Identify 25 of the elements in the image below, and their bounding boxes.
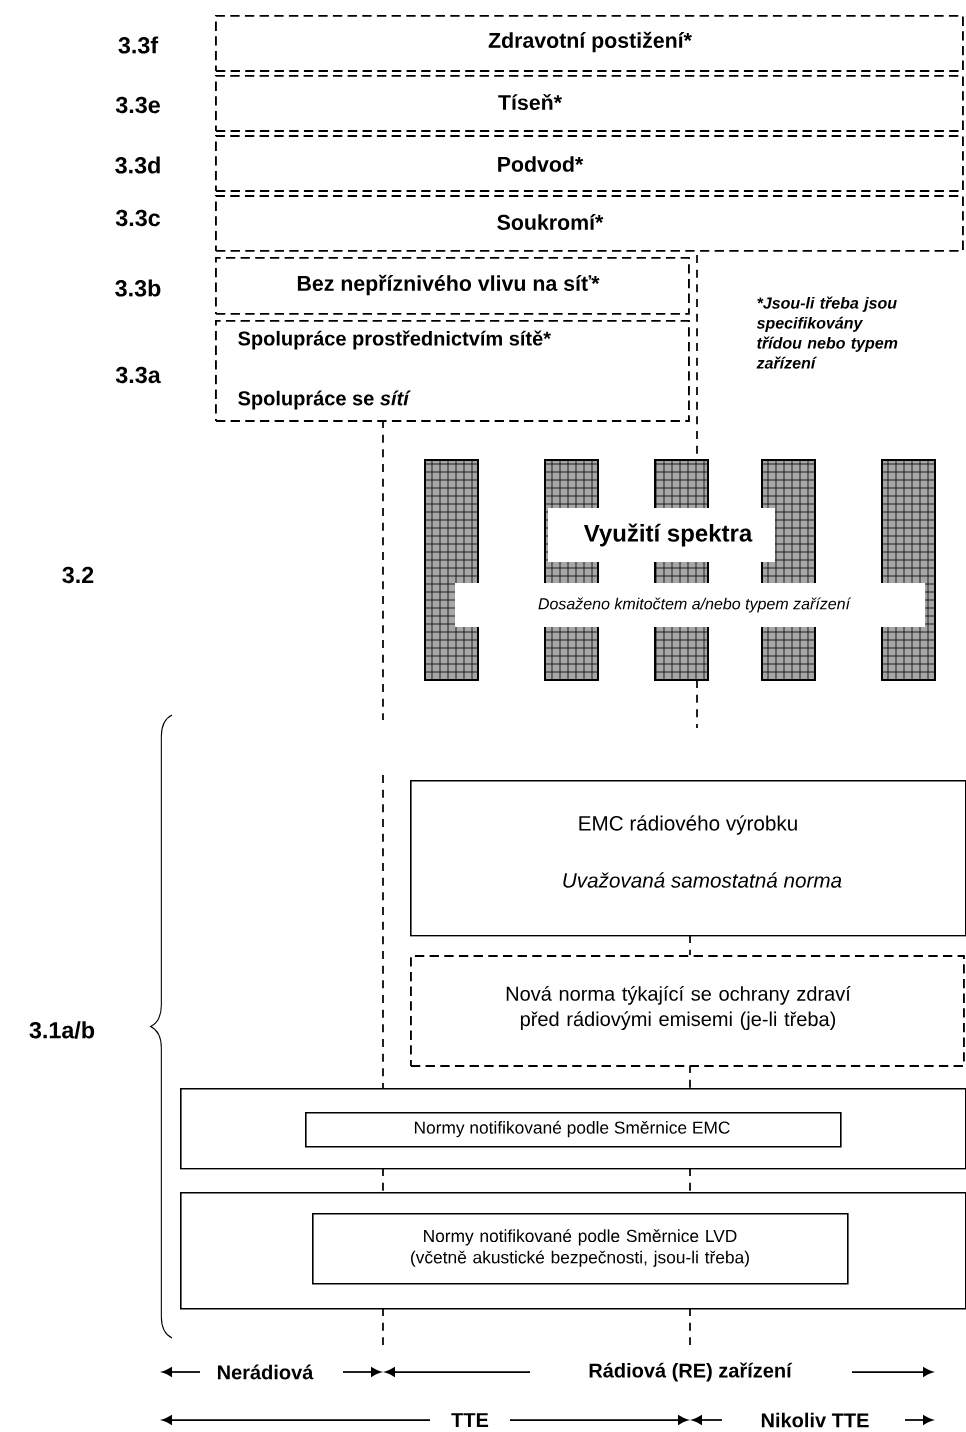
dashed-box: Soukromí* <box>215 195 964 252</box>
section-number: 3.3a <box>115 366 161 384</box>
dashed-box: Podvod* <box>215 135 964 192</box>
dashed-box: Tíseň* <box>215 75 964 132</box>
band-label: Dosaženo kmitočtem a/nebo typem zařízení <box>538 597 852 613</box>
standard-box: Normy notifikované podle Směrnice EMC <box>305 1112 842 1148</box>
dashed-box: Spolupráce prostřednictvím sítě* Spolupráce se sítí <box>215 320 690 422</box>
section-number: 3.2 <box>62 566 94 584</box>
standard-box: EMC rádiového výrobku Uvažovaná samostatná norma <box>410 780 966 937</box>
dashed-box: Zdravotní postižení* <box>215 15 964 72</box>
dashed-box: Bez nepříznivého vlivu na síť* <box>215 257 690 315</box>
section-number: 3.3d <box>115 156 160 174</box>
section-number: 3.3b <box>115 279 161 297</box>
range-label: TTE <box>451 1413 489 1427</box>
range-label: Nerádiová <box>218 1364 314 1380</box>
dashed-box: Nová norma týkající se ochrany zdraví před rádiovými emisemi (je-li třeba) <box>410 955 965 1067</box>
section-number: 3.3c <box>115 209 160 227</box>
section-number: 3.1a/b <box>29 1021 95 1039</box>
footnote: *Jsou-li třeba jsou specifikovány třídou nebo typem zařízení <box>756 296 898 369</box>
range-label: Rádiová (RE) zařízení <box>589 1362 793 1382</box>
band-label: Využití spektra <box>583 523 753 547</box>
section-number: 3.3e <box>115 96 160 114</box>
standard-box: Normy notifikované podle Směrnice LVD (včetně akustické bezpečnosti, jsou-li třeba) <box>312 1213 849 1285</box>
range-label: Nikoliv TTE <box>761 1412 869 1428</box>
section-number: 3.3f <box>118 36 159 54</box>
